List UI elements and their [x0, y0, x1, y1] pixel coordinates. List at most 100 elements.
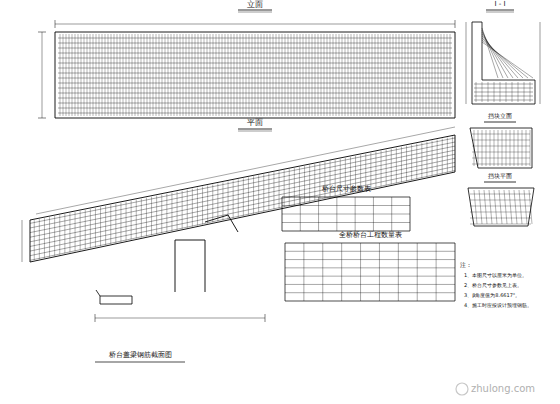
line	[85, 210, 86, 249]
line	[512, 82, 513, 102]
line	[472, 164, 530, 165]
line	[22, 220, 23, 262]
line	[436, 243, 437, 301]
line	[303, 34, 304, 116]
line	[171, 193, 172, 231]
line	[90, 34, 91, 116]
line	[442, 139, 443, 174]
line	[285, 276, 455, 277]
line	[309, 165, 310, 202]
line	[136, 200, 137, 239]
line	[246, 34, 247, 116]
line	[263, 174, 264, 211]
line	[417, 34, 418, 116]
line	[207, 34, 208, 116]
line	[238, 10, 272, 11]
line	[108, 34, 109, 116]
line	[34, 220, 35, 260]
table-title: 全桥桥台工程数量表	[339, 232, 402, 240]
line	[129, 34, 130, 116]
line	[324, 34, 325, 116]
view-title: I - I	[494, 1, 505, 9]
line	[282, 205, 410, 206]
line	[44, 218, 45, 258]
line	[488, 82, 489, 102]
line	[482, 34, 513, 78]
line	[472, 152, 530, 153]
line	[63, 34, 64, 116]
line	[30, 146, 455, 233]
line	[146, 198, 147, 237]
line	[234, 34, 235, 116]
line	[75, 212, 76, 251]
line	[402, 34, 403, 116]
line	[30, 142, 455, 228]
line	[197, 188, 198, 226]
line	[120, 203, 121, 242]
line	[494, 82, 495, 102]
line	[327, 34, 328, 116]
line	[355, 197, 356, 231]
line	[66, 34, 67, 116]
line	[285, 251, 455, 252]
line	[500, 82, 501, 102]
line	[233, 180, 234, 218]
line	[30, 138, 455, 223]
line	[432, 141, 433, 176]
line	[514, 130, 515, 166]
line	[110, 205, 111, 244]
line	[420, 34, 421, 116]
outline	[470, 128, 532, 168]
linework	[22, 10, 540, 362]
line	[444, 34, 445, 116]
line	[470, 218, 531, 219]
line	[240, 34, 241, 116]
line	[219, 34, 220, 116]
line	[423, 34, 424, 116]
line	[470, 194, 531, 195]
line	[225, 34, 226, 116]
line	[212, 184, 213, 222]
line	[151, 197, 152, 236]
line	[210, 34, 211, 116]
line	[518, 82, 519, 102]
line	[502, 130, 503, 166]
line	[474, 100, 533, 101]
line	[55, 24, 455, 25]
line	[489, 190, 492, 224]
line	[504, 190, 507, 224]
line	[255, 34, 256, 116]
line	[231, 34, 232, 116]
line	[95, 362, 185, 363]
line	[253, 176, 254, 213]
line	[393, 34, 394, 116]
note-text: 4、施工时应按设计预埋钢筋。	[464, 303, 532, 309]
note-text: 3、β角度值为8.6617°。	[464, 293, 520, 299]
line	[474, 96, 533, 97]
line	[84, 34, 85, 116]
line	[375, 34, 376, 116]
line	[490, 130, 491, 166]
line	[426, 34, 427, 116]
line	[474, 92, 533, 93]
line	[243, 178, 244, 215]
line	[297, 34, 298, 116]
line	[38, 118, 46, 119]
line	[39, 219, 40, 259]
line	[474, 88, 533, 89]
outline	[282, 197, 410, 231]
line	[177, 192, 178, 230]
line	[248, 177, 249, 214]
line	[213, 34, 214, 116]
line	[294, 34, 295, 116]
line	[360, 243, 361, 301]
line	[268, 173, 269, 210]
line	[408, 34, 409, 116]
line	[285, 292, 455, 293]
line	[470, 212, 531, 213]
line	[300, 34, 301, 116]
line	[238, 179, 239, 217]
line	[165, 34, 166, 116]
line	[192, 34, 193, 116]
